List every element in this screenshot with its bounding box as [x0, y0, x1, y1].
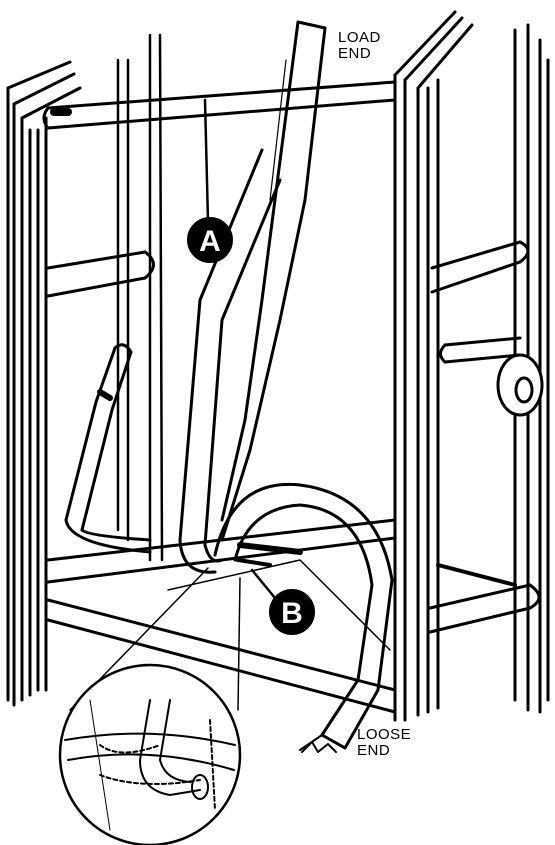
callout-b-label: B: [281, 597, 303, 630]
load-end-label-line2: END: [338, 46, 381, 62]
loose-end-label: LOOSE END: [357, 727, 411, 759]
load-end-label: LOAD END: [338, 30, 381, 62]
load-end-label-line1: LOAD: [338, 30, 381, 46]
loose-end-label-line2: END: [357, 743, 411, 759]
loose-end-label-line1: LOOSE: [357, 727, 411, 743]
callout-a-label: A: [199, 225, 221, 258]
